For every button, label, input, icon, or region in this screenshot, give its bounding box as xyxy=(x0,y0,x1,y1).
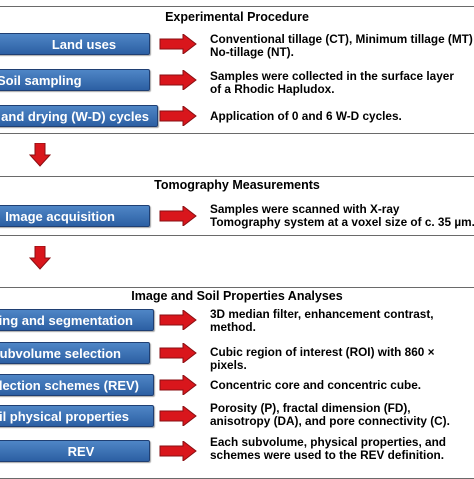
step-label: Processing and segmentation xyxy=(0,312,133,328)
step-description: Concentric core and concentric cube. xyxy=(210,379,422,392)
step-label: Subvolume selection schemes (REV) xyxy=(0,377,139,393)
right-arrow-icon xyxy=(159,406,197,426)
step-description: Each subvolume, physical properties, and… xyxy=(210,436,447,462)
right-arrow-icon xyxy=(159,343,197,363)
step-label: Land uses xyxy=(51,36,117,52)
step-label: Image acquisition xyxy=(5,208,115,224)
step-description: 3D median filter, enhancement contrast,m… xyxy=(210,308,434,334)
down-arrow-icon xyxy=(29,246,51,270)
step-rev: REV xyxy=(0,440,150,462)
section-title: Image and Soil Properties Analyses xyxy=(131,289,343,303)
step-label: Soil sampling xyxy=(0,72,82,88)
step-land-uses: Land uses xyxy=(0,33,150,55)
step-description: Cubic region of interest (ROI) with 860 … xyxy=(210,346,435,372)
section-title: Tomography Measurements xyxy=(154,178,320,192)
step-soil-physical-properties: Soil physical properties xyxy=(0,405,154,427)
step-description: Application of 0 and 6 W-D cycles. xyxy=(210,110,402,123)
step-wetting-drying: Wetting and drying (W-D) cycles xyxy=(0,105,158,127)
step-processing-segmentation: Processing and segmentation xyxy=(0,309,154,331)
step-image-acquisition: Image acquisition xyxy=(0,205,150,227)
right-arrow-icon xyxy=(159,375,197,395)
section-title: Experimental Procedure xyxy=(165,10,309,24)
right-arrow-icon xyxy=(159,106,197,126)
step-label: Soil physical properties xyxy=(0,408,129,424)
step-description: Samples were collected in the surface la… xyxy=(210,70,454,96)
step-description: Conventional tillage (CT), Minimum tilla… xyxy=(210,33,473,59)
right-arrow-icon xyxy=(159,310,197,330)
right-arrow-icon xyxy=(159,70,197,90)
down-arrow-icon xyxy=(29,143,51,167)
step-description: Porosity (P), fractal dimension (FD),ani… xyxy=(210,402,450,428)
step-soil-sampling: Soil sampling xyxy=(0,69,150,91)
right-arrow-icon xyxy=(159,206,197,226)
step-selection-schemes-rev: Subvolume selection schemes (REV) xyxy=(0,374,154,396)
step-label: REV xyxy=(67,443,95,459)
right-arrow-icon xyxy=(159,34,197,54)
step-label: Subvolume selection xyxy=(0,345,121,361)
step-subvolume-selection: Subvolume selection xyxy=(0,342,150,364)
right-arrow-icon xyxy=(159,441,197,461)
step-label: Wetting and drying (W-D) cycles xyxy=(0,108,149,124)
